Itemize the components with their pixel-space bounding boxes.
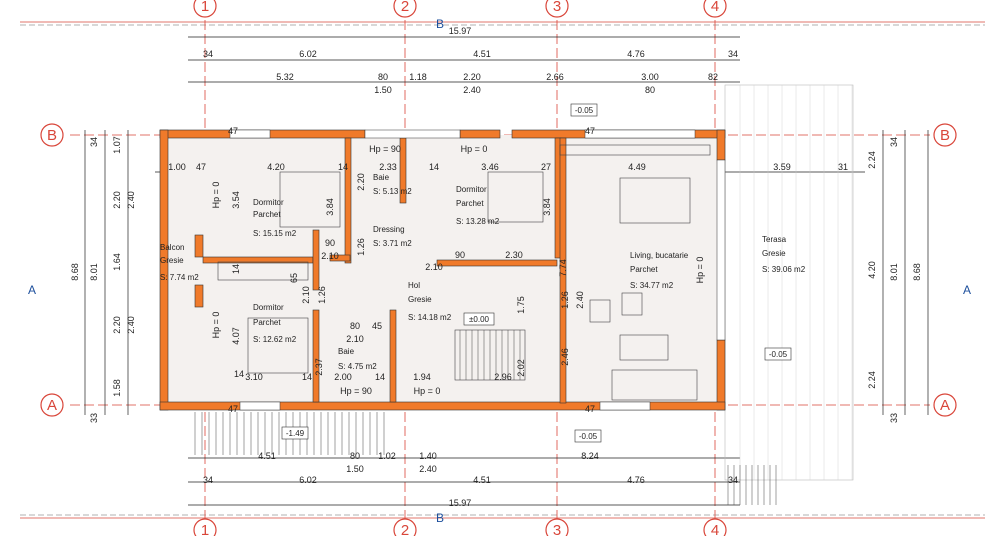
terrace-tiles bbox=[739, 85, 853, 480]
armchair-2 bbox=[621, 292, 643, 316]
bed-1 bbox=[279, 171, 341, 228]
windows bbox=[229, 129, 726, 411]
furniture bbox=[217, 144, 711, 401]
bed-3 bbox=[247, 317, 309, 374]
dining-table bbox=[619, 177, 691, 224]
sofa bbox=[619, 334, 669, 361]
armchair-1 bbox=[589, 299, 611, 323]
bottom-stairs bbox=[194, 412, 777, 505]
wardrobe bbox=[217, 261, 309, 281]
kitchen-counter bbox=[559, 144, 711, 156]
bed-2 bbox=[487, 171, 544, 223]
stair-treads bbox=[459, 330, 521, 380]
sofa-long bbox=[611, 369, 698, 401]
floor-fill bbox=[160, 84, 854, 481]
